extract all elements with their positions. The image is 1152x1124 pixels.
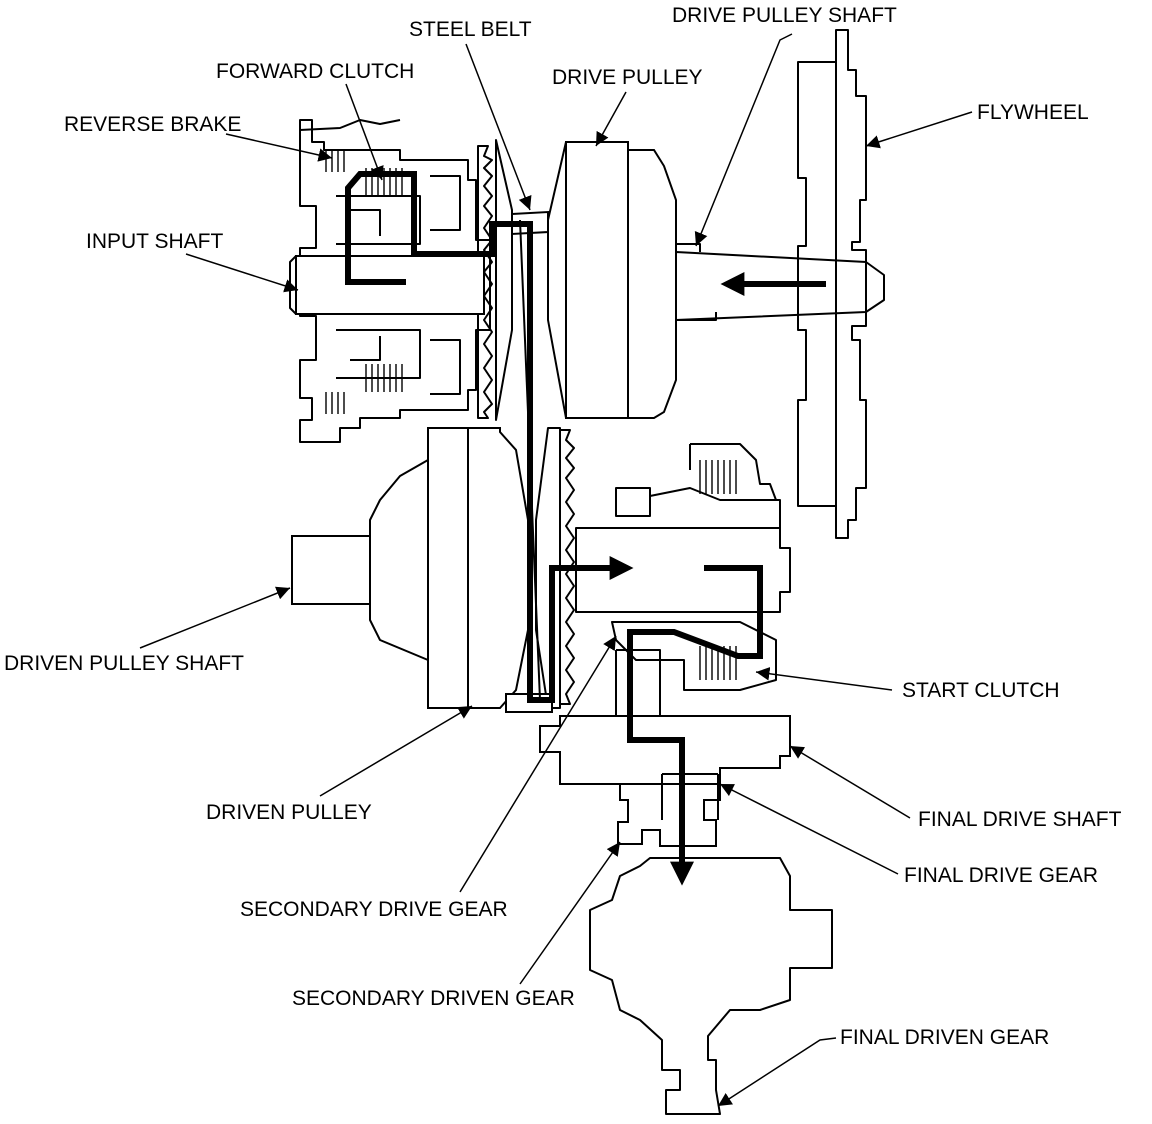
label-forward-clutch: FORWARD CLUTCH (216, 60, 414, 83)
label-flywheel: FLYWHEEL (977, 101, 1089, 124)
flywheel (797, 29, 885, 539)
forward-clutch-assembly (299, 119, 491, 443)
label-driven-pulley-shaft: DRIVEN PULLEY SHAFT (4, 652, 244, 675)
callout-labels: STEEL BELT DRIVE PULLEY SHAFT FORWARD CL… (4, 4, 1122, 1049)
leader-driven-pulley-shaft (139, 586, 291, 649)
leader-steel-belt (465, 43, 532, 211)
leader-lines (139, 33, 973, 1107)
leader-flywheel (865, 111, 973, 149)
label-final-driven-gear: FINAL DRIVEN GEAR (840, 1026, 1049, 1049)
final-drive-gear (617, 773, 721, 847)
differential-housing (589, 857, 833, 1115)
leader-forward-clutch (345, 83, 384, 181)
label-final-drive-shaft: FINAL DRIVE SHAFT (918, 808, 1122, 831)
leader-drive-pulley-shaft (694, 33, 793, 247)
label-start-clutch: START CLUTCH (902, 679, 1060, 702)
label-secondary-driven-gear: SECONDARY DRIVEN GEAR (292, 987, 575, 1010)
leader-driven-pulley (319, 705, 473, 797)
leader-start-clutch (755, 667, 893, 691)
label-secondary-drive-gear: SECONDARY DRIVE GEAR (240, 898, 508, 921)
leader-input-shaft (185, 253, 299, 293)
label-steel-belt: STEEL BELT (409, 18, 532, 41)
final-drive-shaft (539, 649, 791, 785)
leader-drive-pulley (595, 91, 627, 147)
leader-reverse-brake (225, 133, 333, 162)
label-final-drive-gear: FINAL DRIVE GEAR (904, 864, 1098, 887)
label-drive-pulley: DRIVE PULLEY (552, 66, 703, 89)
power-flow-path (345, 171, 826, 886)
label-drive-pulley-shaft: DRIVE PULLEY SHAFT (672, 4, 897, 27)
leader-secondary-drive-gear (459, 635, 617, 893)
drive-pulley-teeth (477, 145, 493, 419)
leader-final-drive-shaft (789, 745, 911, 819)
driven-pulley-shaft (291, 535, 371, 605)
label-reverse-brake: REVERSE BRAKE (64, 113, 241, 136)
driven-pulley (369, 427, 575, 713)
label-driven-pulley: DRIVEN PULLEY (206, 801, 372, 824)
leader-secondary-driven-gear (519, 841, 621, 985)
label-input-shaft: INPUT SHAFT (86, 230, 223, 253)
leader-final-drive-gear (719, 783, 899, 875)
drive-pulley (477, 139, 677, 421)
leader-final-driven-gear (717, 1037, 837, 1107)
